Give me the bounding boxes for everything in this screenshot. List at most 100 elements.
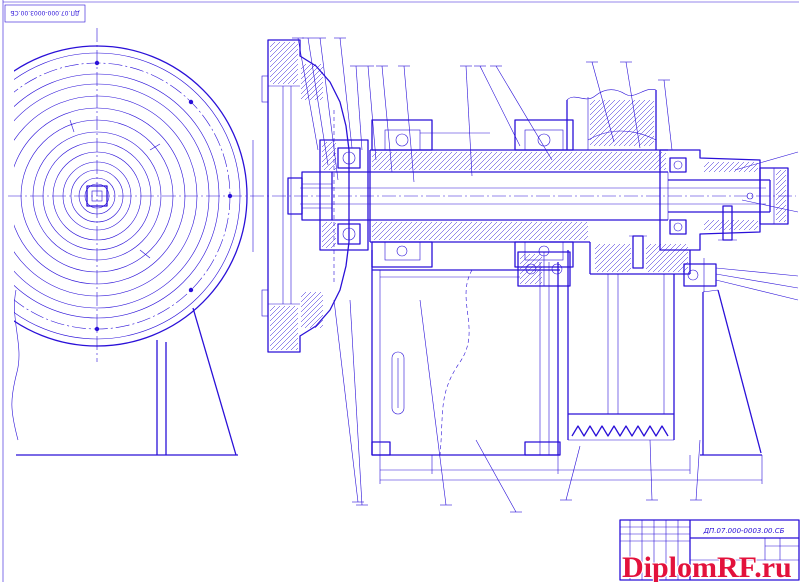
bolt-hole	[227, 193, 233, 199]
hatch-line	[589, 99, 611, 121]
hatch-line	[596, 243, 626, 273]
hatch-line	[428, 221, 448, 241]
hatch-line	[290, 342, 299, 351]
hatch-line	[433, 221, 453, 241]
hatch-line	[388, 221, 408, 241]
hatch-line	[589, 99, 636, 146]
hatch-line	[280, 332, 299, 351]
hatch-line	[508, 221, 528, 241]
hatch-line	[473, 151, 493, 171]
nose-collar	[301, 171, 333, 221]
hatch-line	[468, 151, 488, 171]
side-view-break-line	[11, 289, 20, 441]
leader-line	[333, 299, 359, 503]
hatch-line	[282, 68, 299, 85]
hatch-line	[468, 221, 488, 241]
hatch-line	[606, 247, 632, 273]
hatch-line	[645, 243, 662, 260]
hatch-line	[647, 243, 677, 273]
hatch-line	[611, 252, 632, 273]
hatch-line	[628, 120, 655, 147]
hatch-line	[371, 221, 383, 233]
leader-line	[355, 65, 363, 151]
center-lines	[8, 28, 796, 362]
hatch-line	[583, 235, 589, 241]
hub-radial-mark	[69, 119, 75, 133]
hatch-line	[523, 151, 543, 171]
hatch-line	[708, 161, 720, 173]
section-hatching	[269, 41, 787, 351]
leader-line	[479, 65, 521, 147]
hatch-line	[598, 151, 618, 171]
leader-line	[734, 151, 799, 171]
hatch-line	[269, 305, 281, 317]
hatch-line	[321, 152, 337, 168]
bearing-roller	[342, 151, 356, 165]
hatch-line	[593, 99, 641, 147]
bearing-roller	[342, 227, 356, 241]
hatch-line	[528, 221, 548, 241]
hatch-line	[645, 243, 667, 265]
gearbox-foot	[524, 441, 561, 456]
side-view-stand	[11, 289, 238, 456]
hatch-line	[594, 243, 606, 255]
hatch-line	[321, 221, 333, 233]
hatch-line	[300, 291, 317, 308]
hatch-line	[269, 305, 291, 327]
hub-square	[86, 185, 108, 207]
hatch-line	[775, 209, 787, 221]
hatch-line	[371, 221, 388, 238]
hatch-line	[508, 151, 528, 171]
hatch-line	[775, 169, 787, 181]
leader-line	[419, 299, 447, 506]
hatch-line	[703, 161, 715, 173]
bolt-hole	[188, 287, 194, 293]
hatch-line	[553, 151, 573, 171]
hatch-line	[314, 319, 324, 329]
hatch-line	[672, 256, 689, 273]
hatch-line	[775, 179, 787, 191]
gearbox-housing	[371, 250, 561, 456]
hatch-line	[272, 58, 299, 85]
bearing-front-top	[371, 119, 433, 151]
hatch-line	[775, 204, 787, 216]
leader-line	[649, 439, 653, 501]
hatch-line	[568, 151, 588, 171]
clamp-handle	[683, 258, 717, 292]
hatch-line	[371, 221, 378, 228]
hatch-line	[423, 151, 443, 171]
gearbox-break-line	[439, 269, 473, 456]
hatch-line	[398, 151, 418, 171]
hub-radial-mark	[139, 249, 151, 259]
hatch-line	[443, 151, 463, 171]
hatch-line	[458, 151, 478, 171]
headstock-casting	[566, 88, 657, 150]
hatch-line	[413, 221, 433, 241]
hatch-line	[448, 151, 468, 171]
side-view-ring	[14, 73, 220, 319]
hatch-line	[373, 221, 393, 241]
hatch-line	[473, 221, 493, 241]
hatch-line	[603, 99, 651, 147]
hatch-line	[589, 99, 616, 126]
leader-line	[465, 65, 473, 177]
hatch-line	[775, 194, 787, 206]
hatch-line	[269, 53, 299, 83]
side-view-ring	[84, 183, 110, 209]
hatch-line	[314, 91, 324, 101]
hatch-line	[325, 237, 337, 249]
leader-line	[297, 37, 319, 151]
hatch-line	[448, 221, 468, 241]
hatch-line	[269, 43, 299, 73]
hatch-line	[588, 151, 608, 171]
hatch-line	[478, 221, 498, 241]
title-block: ДП.07.000-0003.00.СБ	[619, 519, 800, 581]
hatch-line	[269, 317, 299, 347]
hatch-line	[645, 243, 657, 255]
hatch-line	[563, 221, 583, 241]
hatch-line	[613, 105, 655, 147]
hatch-line	[373, 151, 393, 171]
hatch-line	[300, 291, 312, 303]
rear-cap-outline	[659, 149, 761, 251]
hatch-line	[563, 151, 583, 171]
